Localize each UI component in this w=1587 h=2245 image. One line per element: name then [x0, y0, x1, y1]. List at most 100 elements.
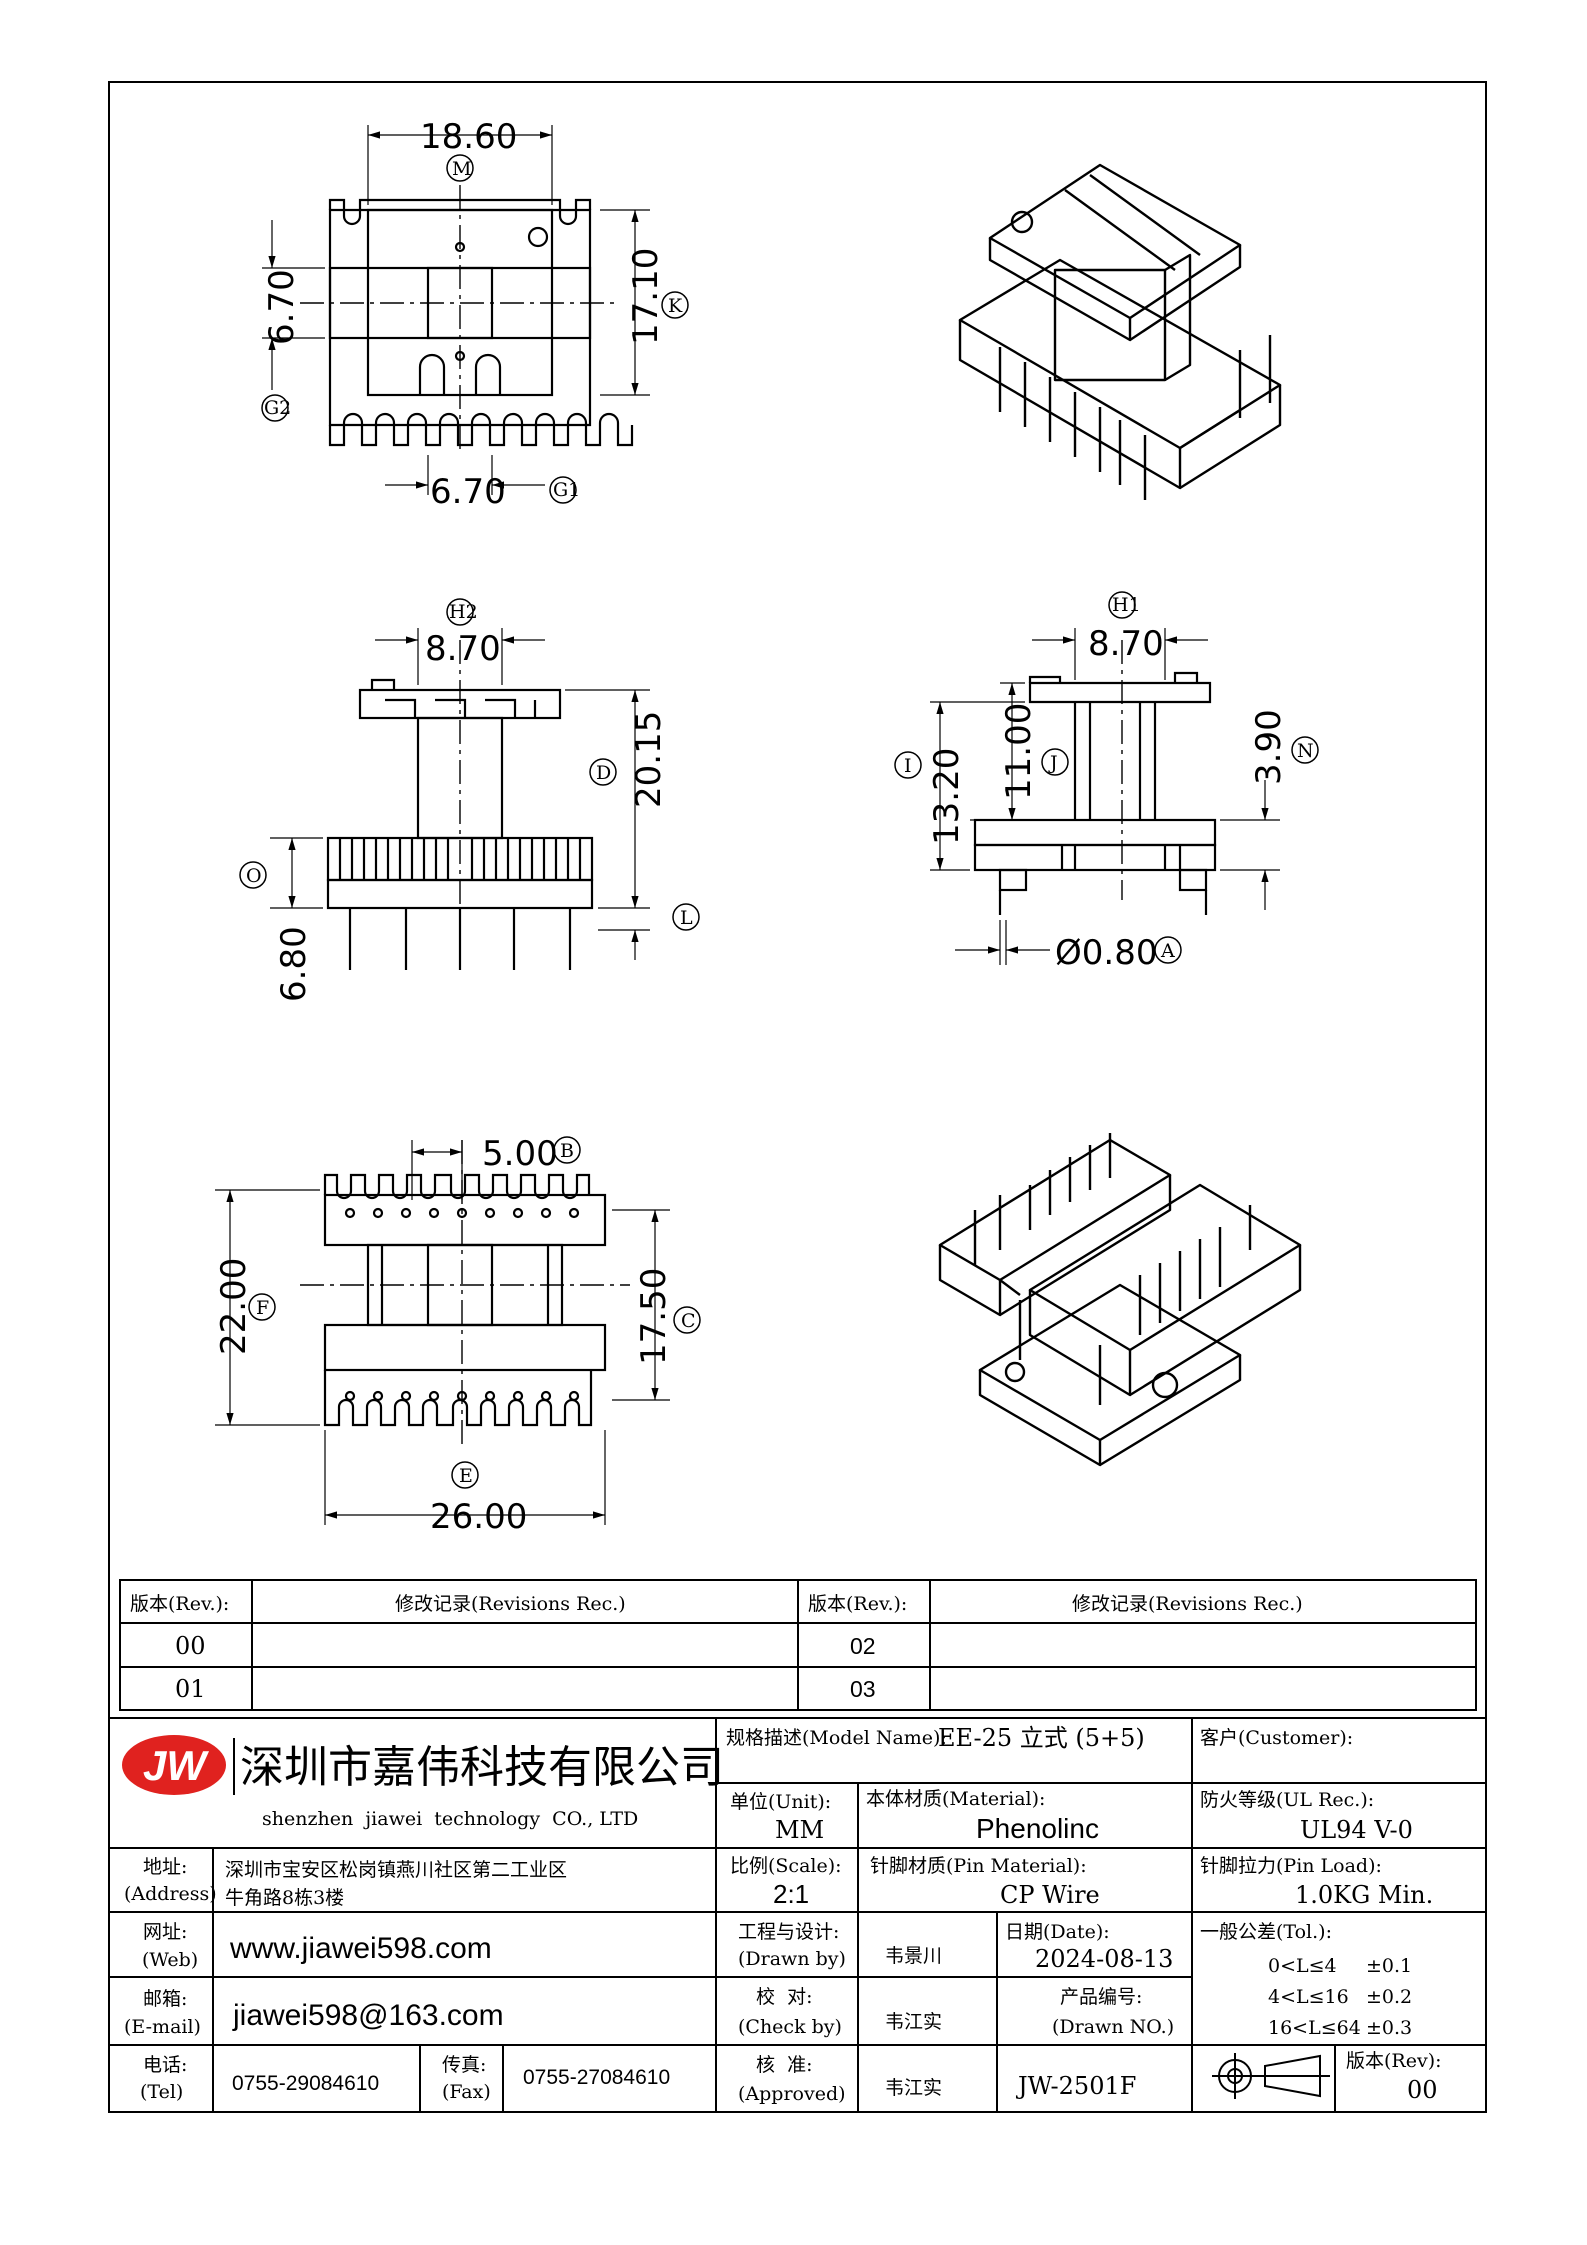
rev-right-1: 03 [850, 1676, 876, 1702]
tag-front-flange: H2 [449, 601, 478, 623]
bottom-view [215, 1140, 670, 1525]
dim-bottom-length: 22.00 [214, 1258, 254, 1355]
check-label-en: (Check by) [738, 2016, 842, 2038]
ul-value: UL94 V-0 [1300, 1816, 1413, 1844]
pin-load-label: 针脚拉力(Pin Load): [1200, 1855, 1382, 1877]
drawing-no-label-en: (Drawn NO.) [1052, 2016, 1174, 2038]
tag-bottom-pitch: B [560, 1140, 574, 1162]
scale-value: 2:1 [773, 1879, 809, 1909]
unit-value: MM [775, 1816, 824, 1844]
first-angle-projection-symbol [1212, 2053, 1330, 2099]
approved-label: 核 准: [756, 2054, 812, 2076]
tag-front-height: D [596, 762, 611, 784]
email-link[interactable]: jiawei598@163.com [232, 1999, 504, 2032]
top-view [262, 125, 650, 495]
web-label: 网址: [143, 1921, 187, 1943]
dim-front-flange: 8.70 [425, 629, 501, 669]
dim-top-slot: 6.70 [430, 472, 506, 512]
tol-value-1: ±0.2 [1366, 1986, 1412, 2008]
dim-side-flange: 8.70 [1088, 624, 1164, 664]
web-label-en: (Web) [142, 1949, 198, 1971]
tag-top-window: G2 [264, 397, 291, 419]
tol-range-1: 4<L≤16 [1268, 1986, 1349, 2008]
approved-label-en: (Approved) [738, 2083, 846, 2105]
rev-header-right: 版本(Rev.): [808, 1593, 907, 1615]
rec-header-right: 修改记录(Revisions Rec.) [1072, 1593, 1303, 1615]
address-label-en: (Address) [124, 1883, 217, 1905]
tag-front-base: O [246, 865, 262, 887]
tag-side-total: I [904, 755, 912, 777]
tol-value-0: ±0.1 [1366, 1955, 1412, 1977]
tel-label: 电话: [143, 2054, 187, 2076]
fax-value: 0755-27084610 [523, 2066, 670, 2089]
drawn-by-value: 韦景川 [885, 1945, 942, 1967]
date-label: 日期(Date): [1005, 1921, 1110, 1943]
dim-top-height: 17.10 [626, 248, 666, 345]
tol-range-0: 0<L≤4 [1268, 1955, 1337, 1977]
drawing-no-label: 产品编号: [1060, 1986, 1142, 2008]
rev-right-0: 02 [850, 1633, 876, 1659]
drawn-label: 工程与设计: [738, 1921, 839, 1943]
ul-label: 防火等级(UL Rec.): [1200, 1789, 1374, 1811]
dim-front-base: 6.80 [274, 926, 314, 1002]
email-label-en: (E-mail) [124, 2016, 201, 2038]
dim-side-base: 3.90 [1249, 709, 1289, 785]
scale-label: 比例(Scale): [730, 1855, 842, 1877]
tag-side-base: N [1297, 740, 1314, 762]
pin-material-value: CP Wire [1000, 1881, 1100, 1909]
side-view [930, 628, 1280, 965]
pin-material-label: 针脚材质(Pin Material): [870, 1855, 1087, 1877]
fax-label: 传真: [442, 2054, 486, 2076]
dim-side-inner: 11.00 [999, 703, 1039, 800]
title-block-grid [108, 1717, 1487, 2113]
tag-top-slot: G1 [553, 479, 580, 501]
tel-value: 0755-29084610 [232, 2072, 379, 2095]
email-label: 邮箱: [143, 1988, 187, 2010]
dim-top-window: 6.70 [262, 269, 302, 345]
drawing-no-value: JW-2501F [1015, 2072, 1136, 2100]
customer-label: 客户(Customer): [1200, 1727, 1353, 1749]
dim-bottom-inner: 17.50 [634, 1268, 674, 1365]
rec-header-left: 修改记录(Revisions Rec.) [395, 1593, 626, 1615]
tag-side-flange: H1 [1112, 594, 1141, 616]
front-view [270, 628, 650, 970]
company-logo [122, 1735, 226, 1795]
dim-top-width: 18.60 [420, 117, 517, 157]
material-label: 本体材质(Material): [866, 1788, 1045, 1810]
drawn-label-en: (Drawn by) [738, 1948, 846, 1970]
company-logo-text: JW [143, 1742, 209, 1789]
check-label: 校 对: [756, 1986, 812, 2008]
fax-label-en: (Fax) [442, 2081, 491, 2103]
tol-value-2: ±0.3 [1366, 2017, 1412, 2039]
check-by-value: 韦江实 [885, 2011, 942, 2033]
company-name-cn: 深圳市嘉伟科技有限公司 [240, 1742, 724, 1793]
address-line-1: 深圳市宝安区松岗镇燕川社区第二工业区 [225, 1859, 567, 1881]
tol-range-2: 16<L≤64 [1268, 2017, 1361, 2039]
rev-left-1: 01 [175, 1675, 206, 1703]
dim-bottom-pitch: 5.00 [482, 1134, 558, 1174]
tag-top-height: K [668, 295, 683, 317]
isometric-view-bottom [938, 1133, 1302, 1467]
tag-top-width: M [452, 158, 471, 180]
company-name-en: shenzhen jiawei technology CO., LTD [262, 1808, 638, 1830]
dim-side-total: 13.20 [927, 748, 967, 845]
tol-label: 一般公差(Tol.): [1200, 1921, 1332, 1943]
website-link[interactable]: www.jiawei598.com [229, 1932, 492, 1965]
dim-side-pin: Ø0.80 [1055, 933, 1157, 973]
address-line-2: 牛角路8栋3楼 [225, 1887, 344, 1909]
unit-label: 单位(Unit): [730, 1791, 831, 1813]
tel-label-en: (Tel) [140, 2081, 183, 2103]
rev-value: 00 [1407, 2076, 1438, 2104]
tag-front-pin: L [680, 907, 693, 929]
tag-bottom-length: F [256, 1297, 269, 1319]
tag-bottom-width: E [459, 1465, 473, 1487]
model-value: EE-25 立式 (5+5) [938, 1724, 1145, 1752]
material-value: Phenolinc [976, 1813, 1099, 1844]
dim-bottom-width: 26.00 [430, 1497, 527, 1537]
rev-left-0: 00 [175, 1632, 206, 1660]
approved-by-value: 韦江实 [885, 2077, 942, 2099]
tag-bottom-inner: C [681, 1310, 696, 1332]
revision-table [119, 1579, 1477, 1711]
date-value: 2024-08-13 [1035, 1945, 1173, 1973]
